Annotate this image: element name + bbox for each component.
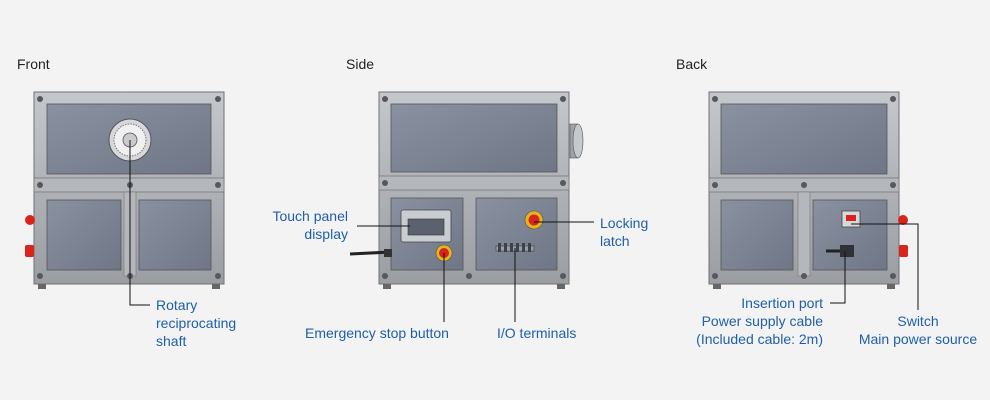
side-lower-right-panel — [475, 197, 558, 271]
leader-line-insertion-port — [830, 251, 846, 304]
side-machine — [349, 91, 584, 289]
back-lower-right-panel — [812, 199, 888, 271]
callout-locking-latch-line1: Locking — [600, 215, 649, 231]
callout-locking-latch-line2: latch — [600, 233, 630, 249]
back-lower-left-panel — [720, 199, 794, 271]
callout-insertion-port-line2: Power supply cable — [701, 313, 823, 329]
callout-rotary-line2: reciprocating — [156, 315, 237, 331]
callout-insertion-port-line3: (Included cable: 2m) — [696, 331, 823, 347]
locking-latch-icon — [524, 210, 544, 230]
leader-lines — [129, 140, 919, 322]
callout-touch-panel-line1: Touch panel — [272, 208, 348, 224]
back-upper-panel — [720, 103, 888, 175]
back-machine — [708, 91, 908, 289]
side-view-title: Side — [346, 56, 375, 72]
callout-insertion-port-line1: Insertion port — [741, 295, 823, 311]
callout-switch-line1: Switch — [897, 313, 939, 329]
callout-rotary-line1: Rotary — [156, 297, 198, 313]
front-lower-right-panel — [138, 199, 212, 271]
leader-line-switch — [851, 223, 919, 310]
back-view-title: Back — [676, 56, 708, 72]
insertion-port-icon — [826, 245, 854, 257]
front-machine — [25, 91, 225, 289]
touch-panel-icon — [400, 209, 452, 243]
front-red-button-icon — [25, 215, 35, 225]
side-upper-panel — [390, 103, 558, 173]
callout-switch: Switch Main power source — [850, 312, 986, 348]
front-red-button-icon — [25, 245, 34, 257]
back-red-button-icon — [898, 215, 908, 225]
callout-touch-panel: Touch panel display — [248, 207, 348, 243]
side-rotary-hub-icon — [569, 123, 584, 159]
leader-line-rotary — [129, 140, 150, 306]
back-red-button-icon — [899, 245, 908, 257]
callout-emergency-stop: Emergency stop button — [305, 325, 449, 341]
main-switch-icon — [841, 210, 861, 228]
callout-io-terminals: I/O terminals — [497, 325, 577, 341]
callout-touch-panel-line2: display — [304, 226, 348, 242]
front-lower-left-panel — [46, 199, 122, 271]
callout-locking-latch: Locking latch — [600, 214, 648, 250]
callout-switch-line2: Main power source — [858, 331, 978, 347]
callout-insertion-port: Insertion port Power supply cable (Inclu… — [660, 294, 823, 348]
front-view-title: Front — [17, 56, 50, 72]
callout-rotary-line3: shaft — [156, 333, 187, 349]
callout-rotary-shaft: Rotary reciprocating shaft — [156, 296, 236, 350]
